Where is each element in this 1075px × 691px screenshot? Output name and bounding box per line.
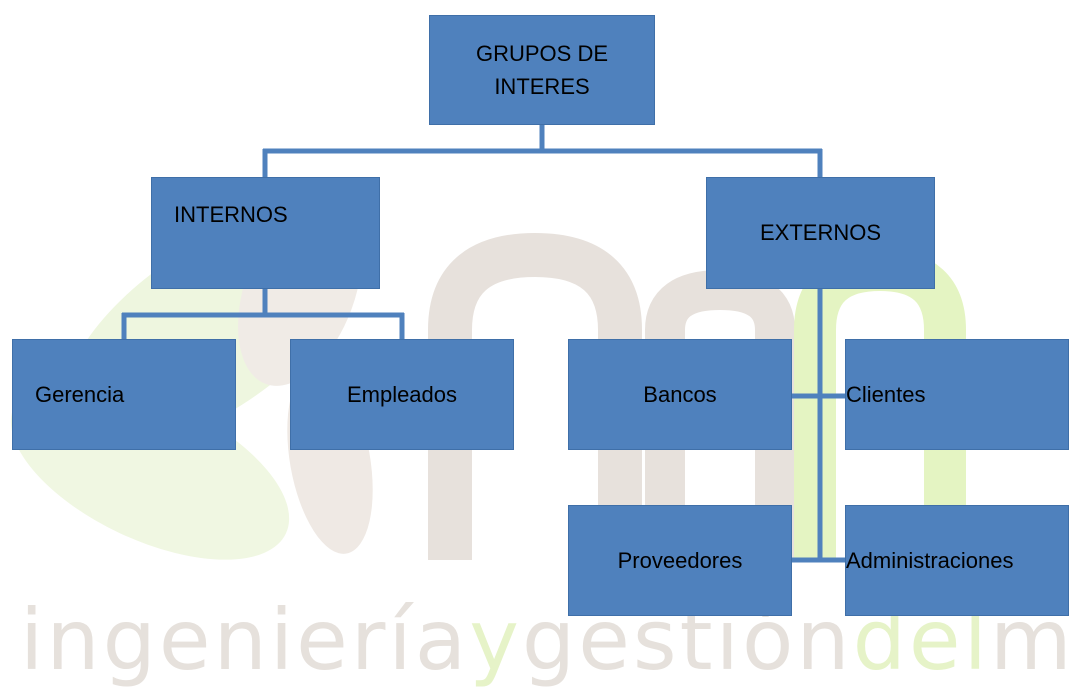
node-externos: EXTERNOS [706,177,935,289]
node-gerencia: Gerencia [12,339,236,450]
node-bancos: Bancos [568,339,792,450]
node-administraciones-label: Administraciones [846,547,1014,573]
node-bancos-label: Bancos [643,381,717,407]
node-root: GRUPOS DE INTERES [429,15,655,125]
node-externos-label: EXTERNOS [759,220,882,245]
node-root-label: GRUPOS DE INTERES [475,41,609,99]
node-clientes-label: Clientes [846,381,926,407]
node-empleados-label: Empleados [346,381,458,407]
node-internos-label: INTERNOS [174,202,288,227]
watermark-letter-a [428,232,642,560]
node-clientes: Clientes [845,339,1069,450]
node-proveedores-label: Proveedores [617,547,743,573]
node-administraciones: Administraciones [845,505,1069,616]
node-empleados: Empleados [290,339,514,450]
watermark-letter-n [645,269,795,560]
watermark-brand-part: y [469,591,522,689]
node-proveedores: Proveedores [568,505,792,616]
node-internos: INTERNOS [151,177,380,289]
watermark-brand-part: ingeniería [20,591,470,689]
node-gerencia-label: Gerencia [35,381,125,407]
